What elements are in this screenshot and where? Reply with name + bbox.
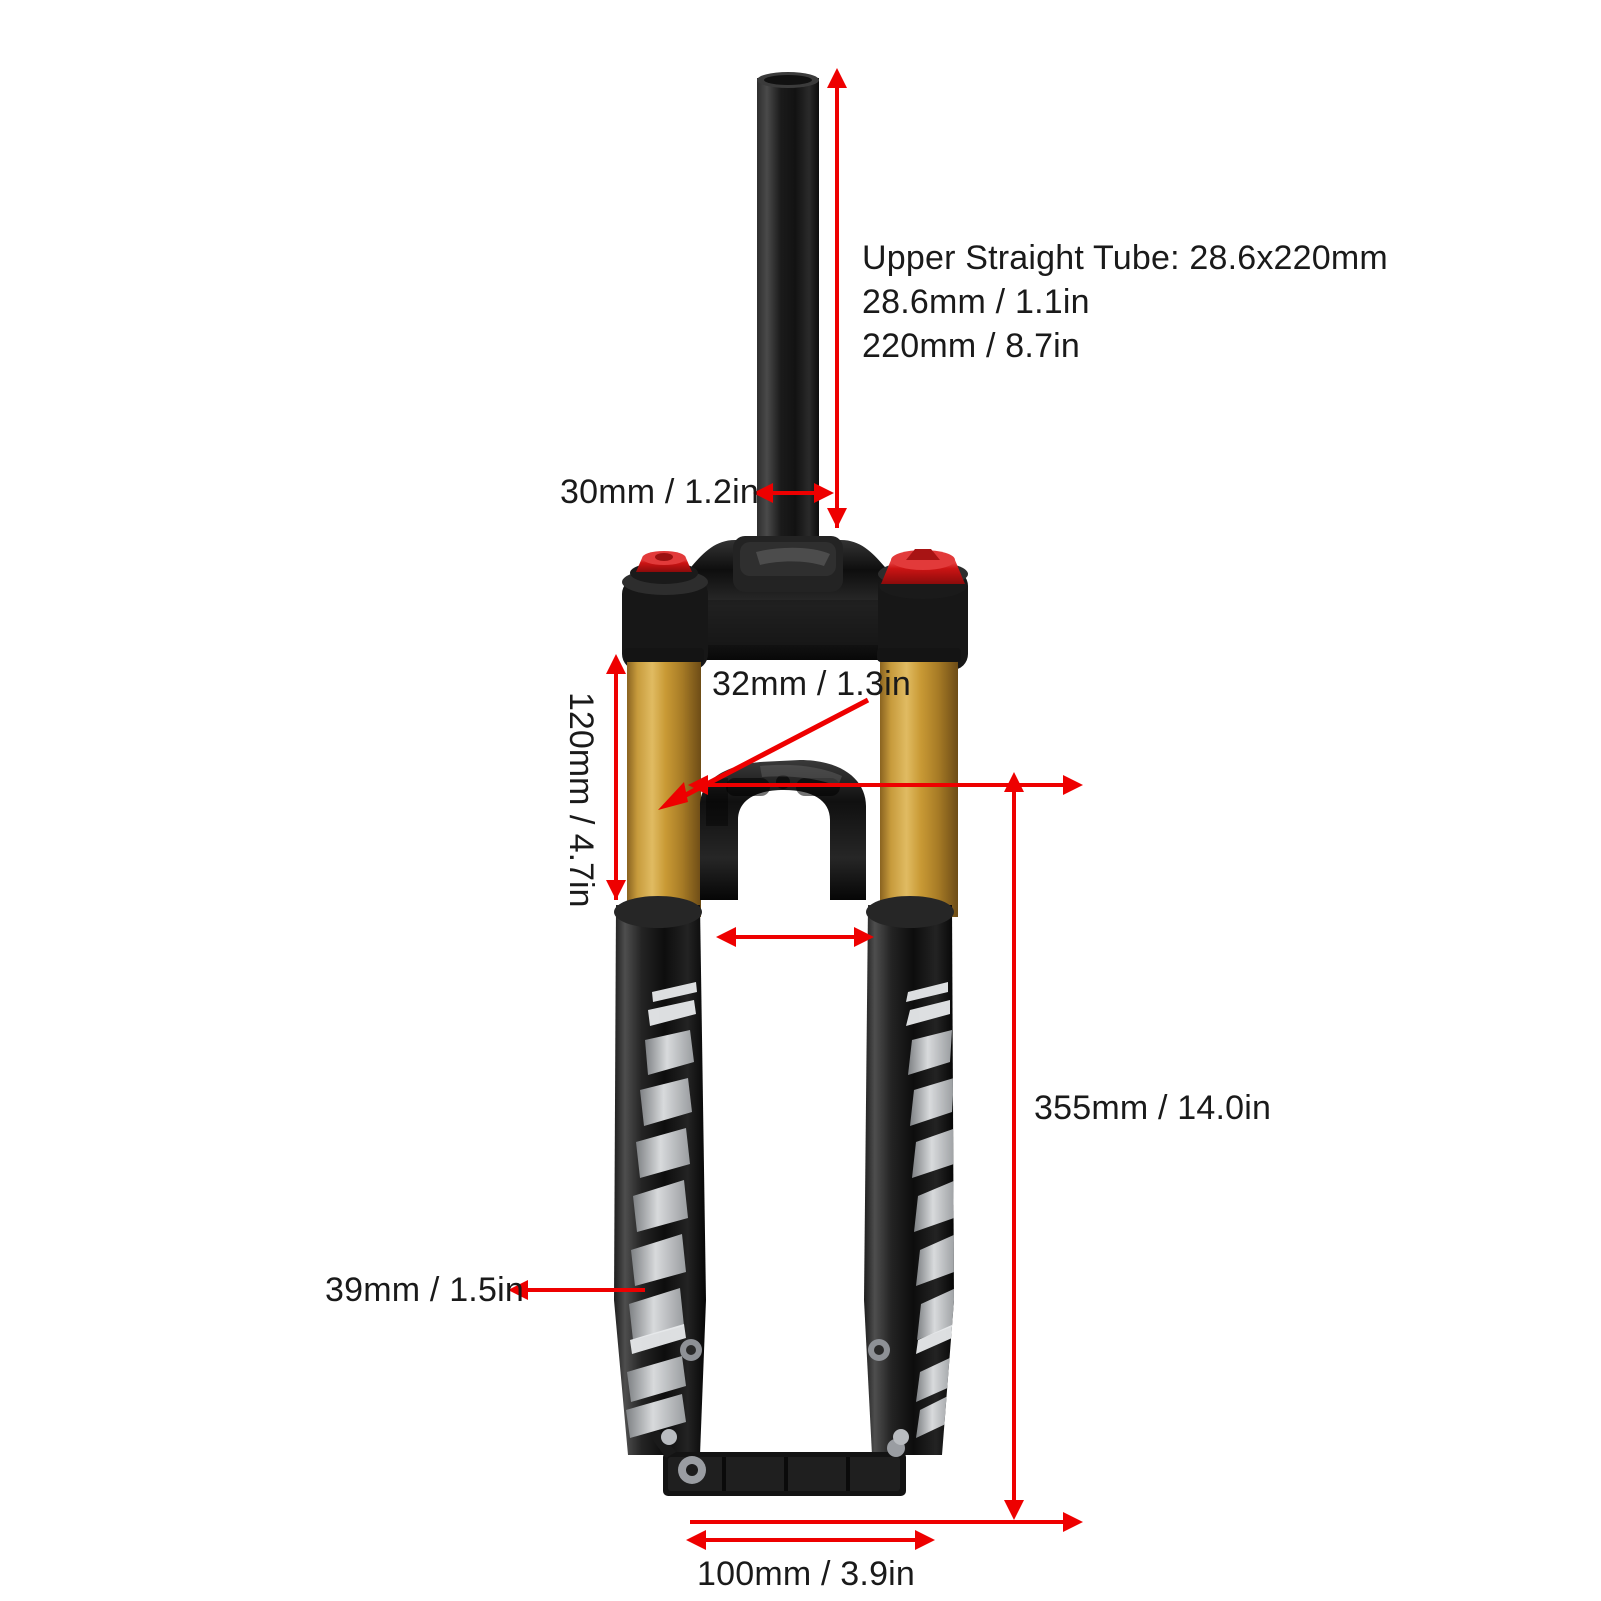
- dropout-assembly: [650, 1429, 909, 1496]
- upper-tube-line-2: 28.6mm / 1.1in: [862, 283, 1090, 322]
- upper-tube-line-1: Upper Straight Tube: 28.6x220mm: [862, 239, 1388, 277]
- annotation-axle-to-crown: 355mm / 14.0in: [1034, 1089, 1272, 1127]
- dim-arrow-axle-crown-leader-left: [688, 775, 708, 795]
- annotation-lower-leg-width: 39mm / 1.5in: [325, 1271, 524, 1309]
- dim-line-upper-tube: [835, 86, 839, 528]
- dim-arrow-axle-crown-bottom: [1004, 1500, 1024, 1520]
- dim-arrow-axle-crown-leader-right: [1063, 775, 1083, 795]
- dim-arrow-inner-span-left: [716, 927, 736, 947]
- upper-tube-line-3: 220mm / 8.7in: [862, 327, 1081, 366]
- lower-leg-right: [864, 896, 954, 1455]
- annotation-hub-spacing: 100mm / 3.9in: [697, 1555, 916, 1593]
- annotation-travel: 120mm / 4.7in: [562, 692, 600, 908]
- annotation-crown-height: 30mm / 1.2in: [560, 473, 759, 511]
- dim-arrow-axle-crown-leader-bottom: [1063, 1512, 1083, 1532]
- lower-leg-left: [614, 896, 706, 1455]
- fork-arch: [700, 760, 866, 900]
- adjuster-knob-left: [630, 551, 698, 584]
- dim-line-inner-leg-span: [730, 935, 860, 939]
- dim-arrow-crown-right: [814, 483, 834, 503]
- dim-arrow-travel-top: [606, 654, 626, 674]
- dim-arrow-axle-crown-top: [1004, 772, 1024, 792]
- dim-arrow-hub-right: [915, 1530, 935, 1550]
- dim-line-axle-crown: [1012, 790, 1016, 1512]
- dim-line-travel: [614, 672, 618, 900]
- adjuster-knob-right: [879, 549, 967, 599]
- dim-line-lower-leg-width: [525, 1288, 645, 1292]
- decal-right: [906, 982, 954, 1438]
- dim-leader-axle-crown-bottom: [690, 1520, 1070, 1524]
- fork-crown: [622, 536, 968, 670]
- annotation-stanchion-diameter: 32mm / 1.3in: [712, 665, 911, 703]
- dim-line-crown-height: [765, 491, 821, 495]
- dim-arrow-travel-bottom: [606, 880, 626, 900]
- dim-arrow-inner-span-right: [854, 927, 874, 947]
- dim-leader-axle-crown-top: [700, 783, 1070, 787]
- dim-arrow-hub-left: [686, 1530, 706, 1550]
- dim-arrow-lower-leg-left: [508, 1280, 528, 1300]
- dim-arrow-crown-left: [753, 483, 773, 503]
- dim-arrow-upper-tube-bottom: [827, 508, 847, 528]
- steerer-tube: [757, 72, 819, 548]
- annotation-upper-straight-tube: Upper Straight Tube: 28.6x220mm 28.6mm /…: [862, 236, 1388, 369]
- dim-arrow-upper-tube-top: [827, 68, 847, 88]
- decal-left: [626, 982, 697, 1438]
- dim-line-hub-spacing: [700, 1538, 920, 1542]
- dim-leader-stanchion: [658, 697, 870, 810]
